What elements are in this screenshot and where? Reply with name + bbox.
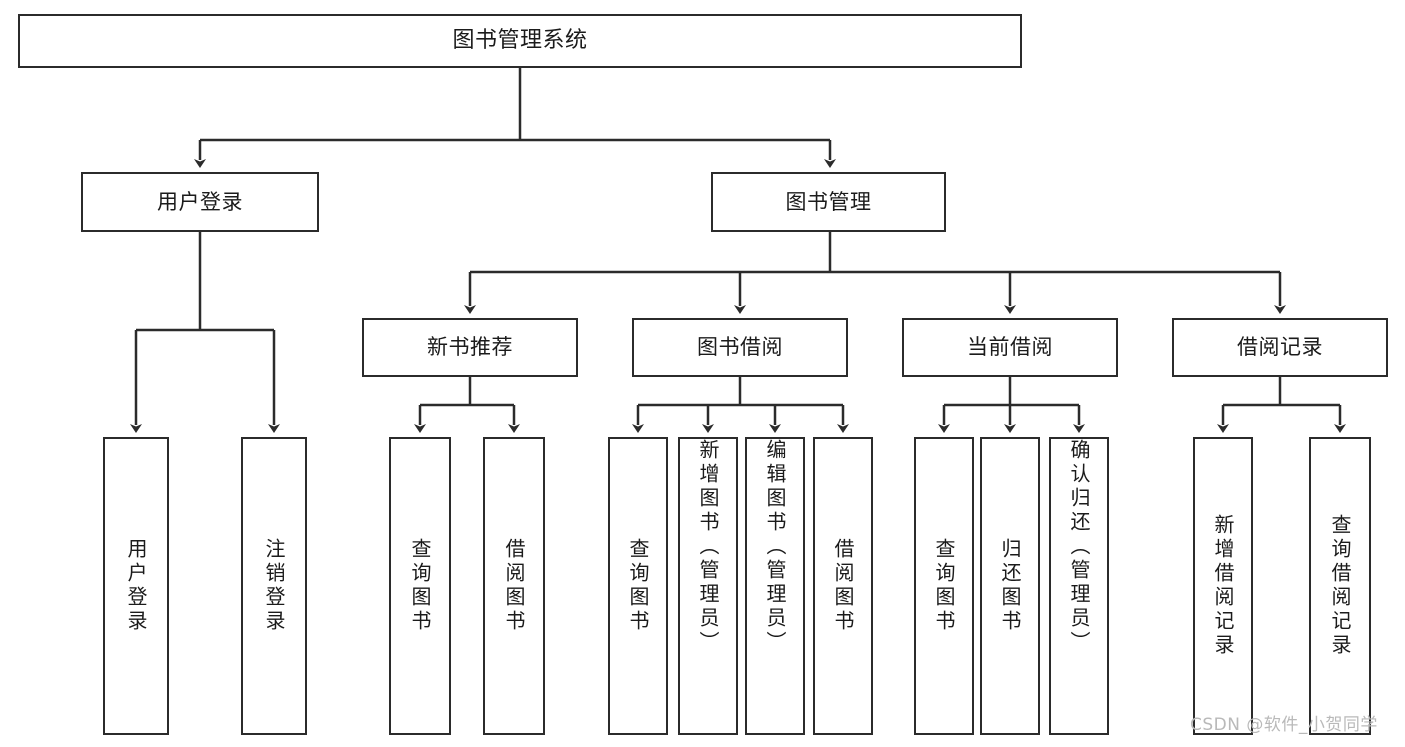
node-nbr-query-book[interactable]: 查询图书 (389, 437, 451, 735)
node-label: 新增借阅记录 (1211, 514, 1235, 658)
node-cb-confirm-return[interactable]: 确认归还（管理员） (1049, 437, 1109, 735)
node-label: 编辑图书（管理员） (763, 439, 787, 655)
node-current-borrow[interactable]: 当前借阅 (902, 318, 1118, 377)
node-label: 新书推荐 (427, 335, 513, 360)
node-label: 图书管理系统 (452, 28, 588, 54)
node-label: 查询图书 (626, 538, 650, 634)
node-user-login-logout[interactable]: 注销登录 (241, 437, 307, 735)
node-br-query-record[interactable]: 查询借阅记录 (1309, 437, 1371, 735)
node-bb-add-book[interactable]: 新增图书（管理员） (678, 437, 738, 735)
node-borrow-record[interactable]: 借阅记录 (1172, 318, 1388, 377)
node-new-book-recommend[interactable]: 新书推荐 (362, 318, 578, 377)
node-br-add-record[interactable]: 新增借阅记录 (1193, 437, 1253, 735)
node-book-management[interactable]: 图书管理 (711, 172, 946, 232)
node-book-management-system[interactable]: 图书管理系统 (18, 14, 1022, 68)
node-user-login-login[interactable]: 用户登录 (103, 437, 169, 735)
node-nbr-borrow-book[interactable]: 借阅图书 (483, 437, 545, 735)
node-label: 查询借阅记录 (1328, 514, 1352, 658)
node-cb-return-book[interactable]: 归还图书 (980, 437, 1040, 735)
node-book-borrow[interactable]: 图书借阅 (632, 318, 848, 377)
node-label: 图书借阅 (697, 335, 783, 360)
node-label: 用户登录 (157, 189, 243, 214)
node-label: 新增图书（管理员） (696, 439, 720, 655)
node-cb-query-book[interactable]: 查询图书 (914, 437, 974, 735)
node-label: 借阅图书 (502, 538, 526, 634)
node-label: 查询图书 (408, 538, 432, 634)
node-label: 借阅记录 (1237, 335, 1323, 360)
node-bb-edit-book[interactable]: 编辑图书（管理员） (745, 437, 805, 735)
node-label: 图书管理 (785, 189, 872, 214)
node-label: 注销登录 (262, 538, 286, 634)
node-label: 查询图书 (932, 538, 956, 634)
csdn-watermark: CSDN @软件_小贺同学 (1190, 715, 1378, 735)
node-bb-query-book[interactable]: 查询图书 (608, 437, 668, 735)
node-label: 用户登录 (124, 538, 148, 634)
node-bb-borrow-book[interactable]: 借阅图书 (813, 437, 873, 735)
node-user-login[interactable]: 用户登录 (81, 172, 319, 232)
node-label: 当前借阅 (967, 335, 1053, 360)
node-label: 归还图书 (998, 538, 1022, 634)
node-label: 借阅图书 (831, 538, 855, 634)
node-label: 确认归还（管理员） (1067, 439, 1091, 655)
